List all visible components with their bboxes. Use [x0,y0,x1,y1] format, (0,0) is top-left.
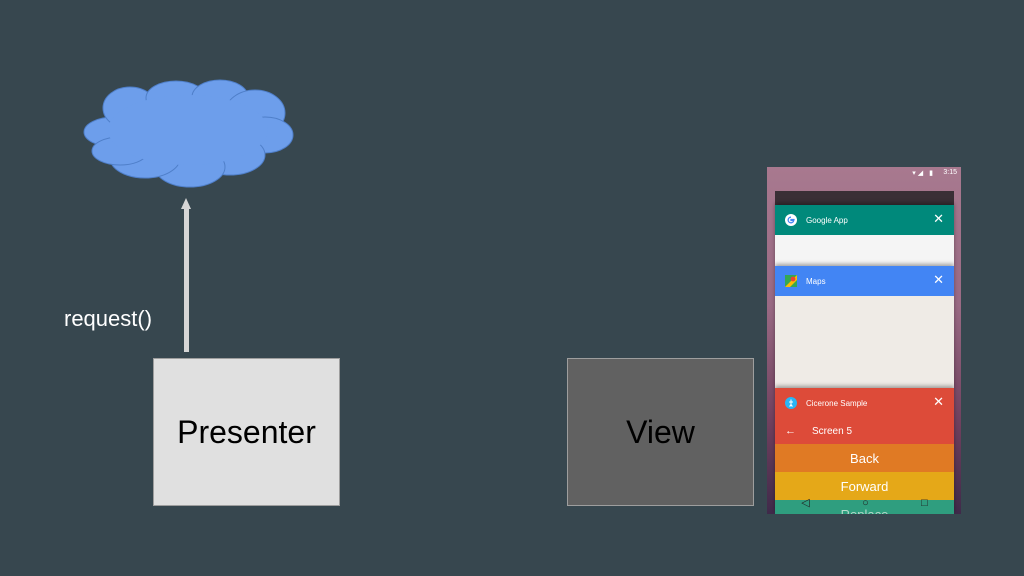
close-icon[interactable]: ✕ [933,211,944,226]
view-label: View [626,413,695,450]
card-header: Maps ✕ [775,266,954,296]
cicerone-icon [784,397,797,410]
sample-app-bar: ← Screen 5 [775,418,954,444]
phone-screenshot: ▾◢ ▮ 3:15 Google App ✕ [767,167,961,514]
card-header: Cicerone Sample ✕ [775,388,954,418]
arrow-head [181,198,191,209]
card-preview [775,235,954,266]
card-title: Cicerone Sample [806,398,868,408]
recent-card-google[interactable]: Google App ✕ [775,205,954,266]
back-arrow-icon[interactable]: ← [785,425,796,437]
view-box: View [567,358,754,506]
recent-card-cicerone[interactable]: Cicerone Sample ✕ ← Screen 5 Back Forwar… [775,388,954,514]
status-bar: ▾◢ ▮ 3:15 [767,167,961,180]
recent-card-maps[interactable]: Maps ✕ [775,266,954,388]
request-arrow [184,208,189,352]
nav-back-icon[interactable]: ◁ [801,497,810,509]
background-card [775,191,954,205]
cloud-icon [83,79,294,188]
signal-battery-icon: ▾◢ ▮ [912,170,935,177]
card-title: Maps [806,276,826,286]
nav-recents-icon[interactable]: □ [921,496,928,509]
request-label: request() [64,306,153,331]
card-preview [775,296,954,388]
maps-icon [784,275,797,288]
card-header: Google App ✕ [775,205,954,235]
android-nav-bar: ◁ ○ □ [775,491,954,514]
forward-button[interactable]: Forward [775,472,954,500]
nav-home-icon[interactable]: ○ [862,496,869,509]
presenter-label: Presenter [177,413,316,450]
replace-button[interactable]: Replace [775,500,954,514]
presenter-box: Presenter [153,358,340,506]
close-icon[interactable]: ✕ [933,272,944,287]
status-time: 3:15 [943,169,957,176]
google-g-icon [784,214,797,227]
back-button[interactable]: Back [775,444,954,472]
sample-screen-title: Screen 5 [812,425,853,437]
card-title: Google App [806,215,848,225]
close-icon[interactable]: ✕ [933,394,944,409]
